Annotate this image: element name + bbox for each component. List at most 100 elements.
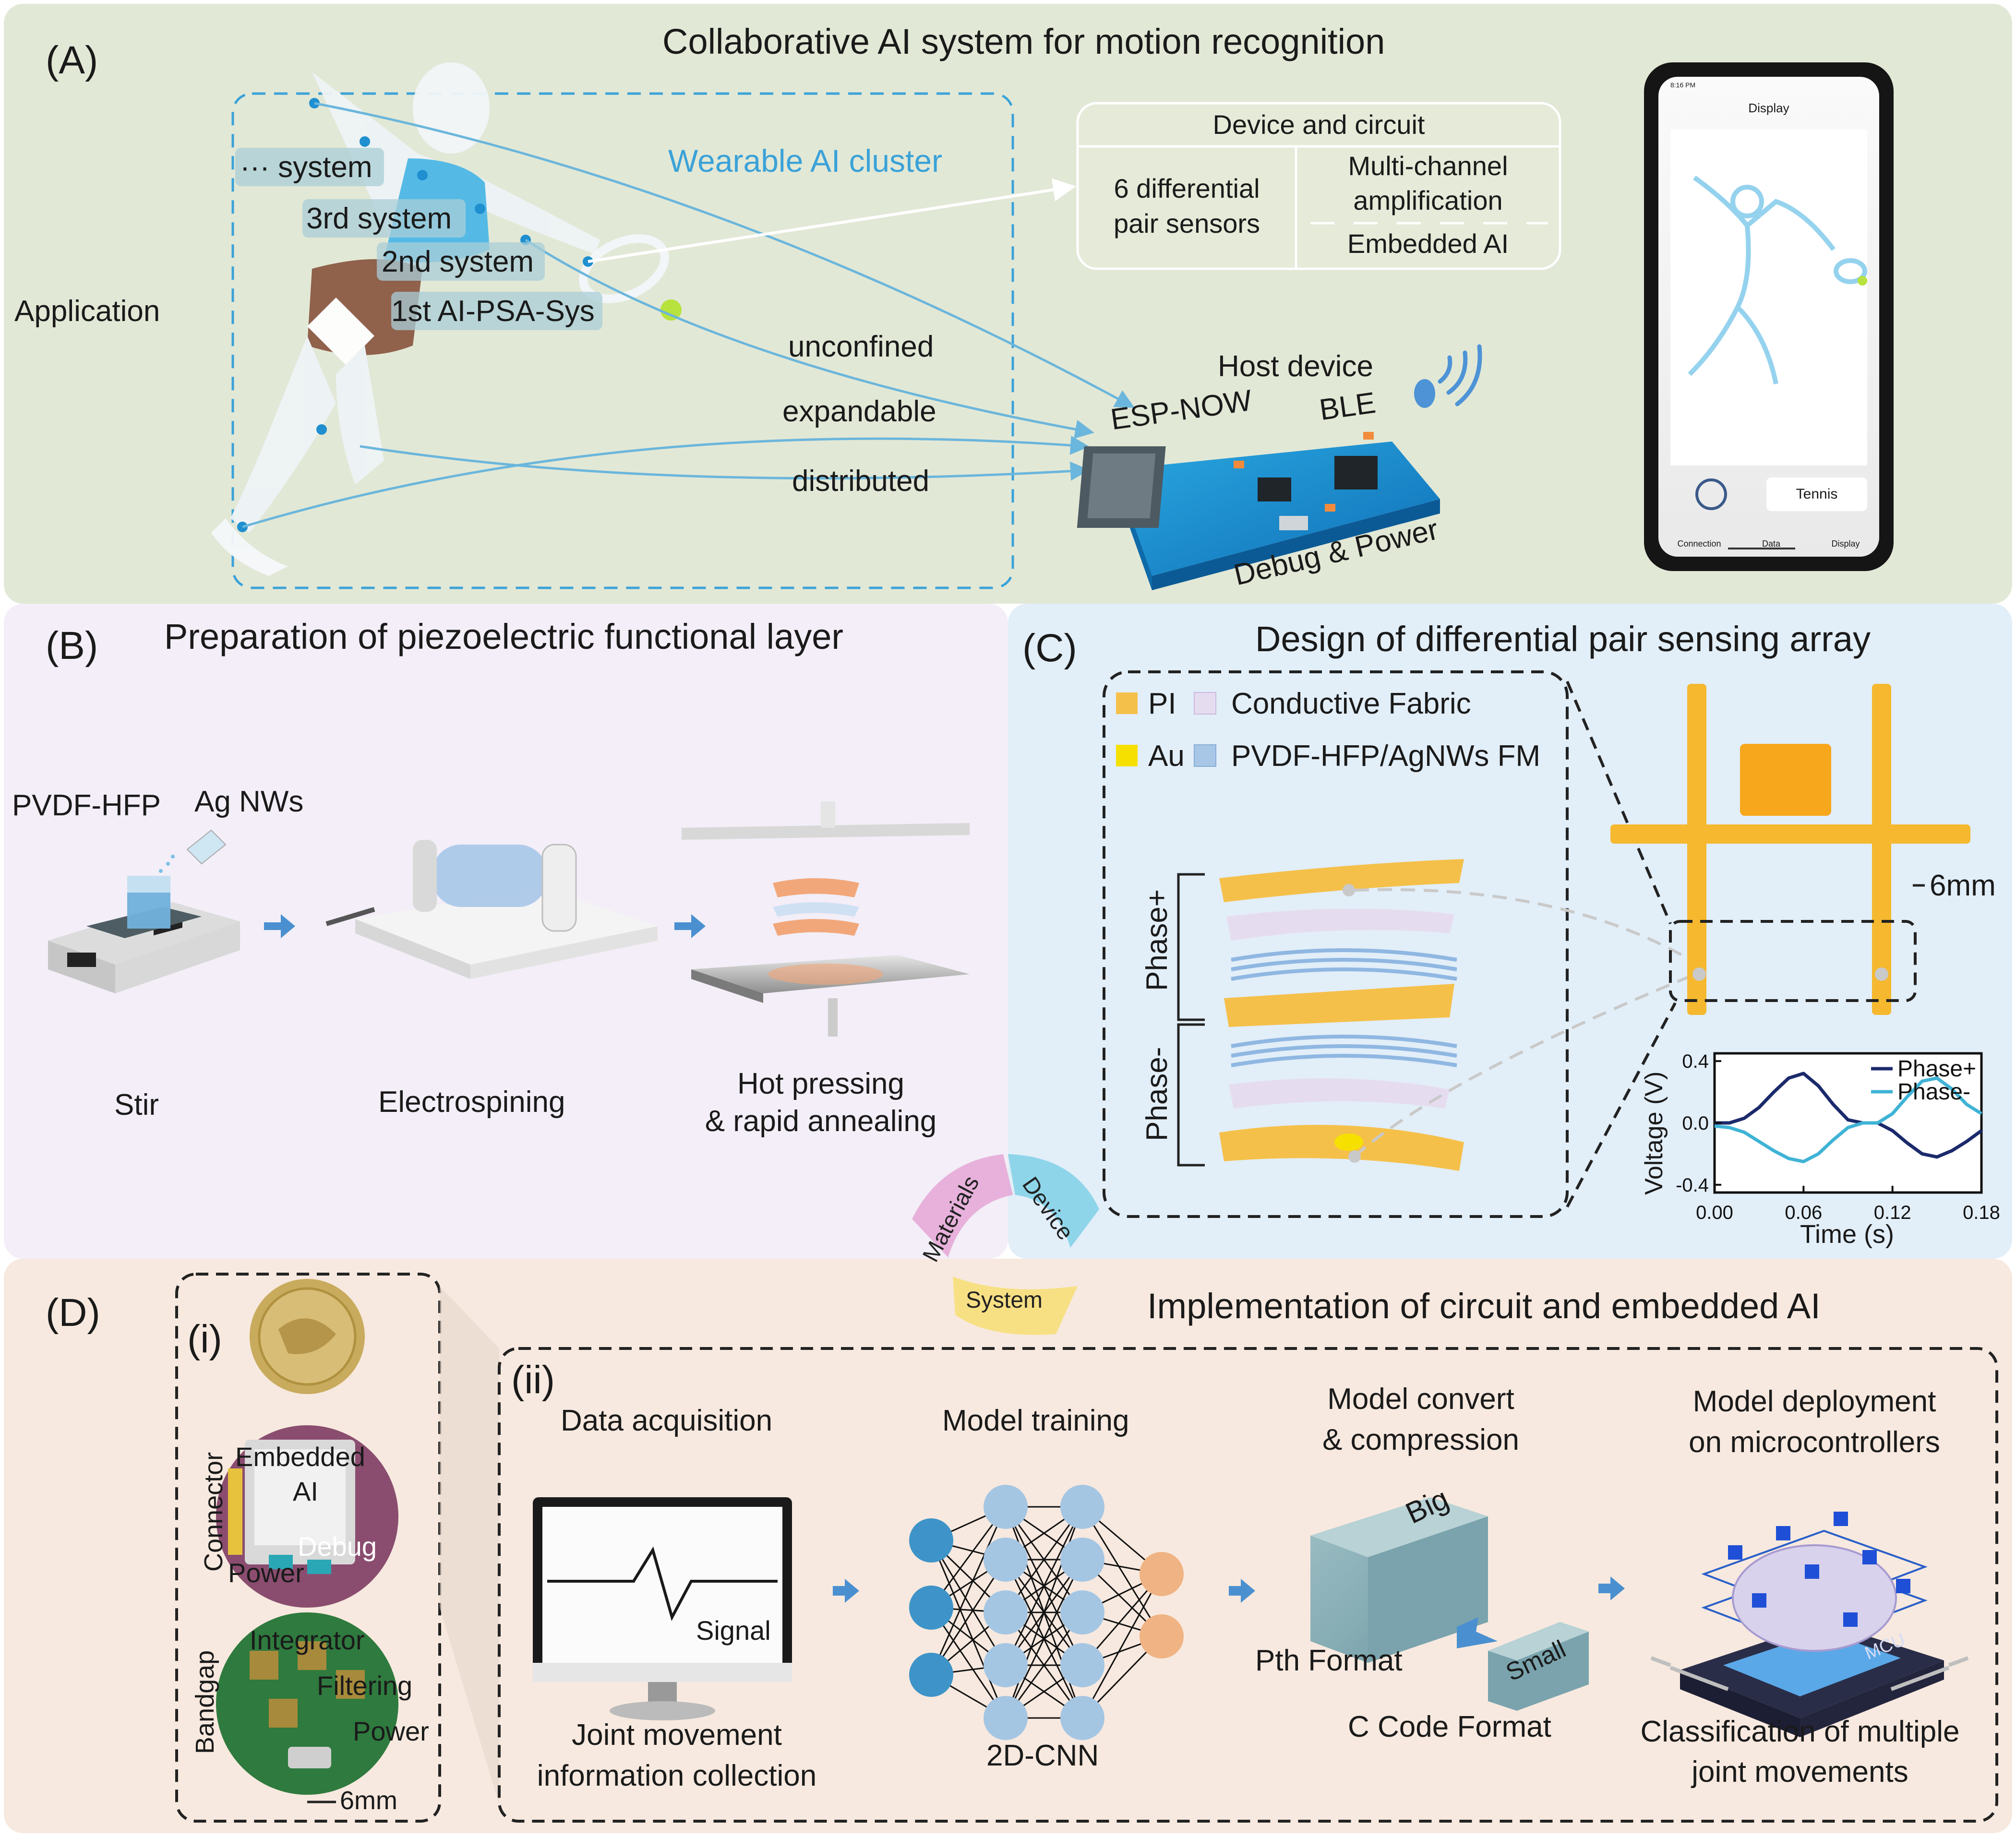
ble-label: BLE (1317, 386, 1378, 427)
chart-xlabel: Time (s) (1800, 1220, 1894, 1249)
phone-header[interactable]: Display (1748, 101, 1789, 115)
panel-a-label: (A) (46, 38, 98, 82)
phase-plus-label: Phase+ (1140, 889, 1174, 991)
x-tick-label-2: 0.12 (1874, 1202, 1911, 1223)
nn-node-l1-n2 (984, 1590, 1028, 1634)
stage-model-training-title: Model training (942, 1404, 1129, 1437)
cnn-network (909, 1485, 1184, 1740)
chart-ylabel: Voltage (V) (1640, 1071, 1668, 1195)
phone-tab-connection[interactable]: Connection (1677, 539, 1721, 549)
stage-convert-title-2: & compression (1322, 1423, 1520, 1456)
legend-au: Au (1148, 740, 1185, 773)
cycle-system: System (966, 1288, 1043, 1313)
legend-pvdf-film: PVDF-HFP/AgNWs FM (1231, 740, 1541, 773)
y-tick-label-2: -0.4 (1676, 1175, 1709, 1196)
device-right-line3: Embedded AI (1347, 228, 1509, 259)
sub-i-label: (i) (187, 1317, 222, 1361)
application-label: Application (14, 295, 160, 328)
stage-deploy-title-2: on microcontrollers (1689, 1426, 1940, 1459)
board-connector: Connector (199, 1452, 228, 1572)
nn-node-l2-n0 (1060, 1485, 1104, 1529)
nn-node-l1-n1 (984, 1538, 1028, 1582)
board-filtering: Filtering (317, 1670, 413, 1701)
nn-node-l0-n0 (909, 1518, 953, 1563)
step-stir: Stir (114, 1088, 159, 1121)
board-debug: Debug (298, 1531, 377, 1562)
panel-c-label: (C) (1022, 626, 1077, 670)
stage-deploy-title-1: Model deployment (1692, 1385, 1936, 1418)
system-2-label: 2nd system (382, 245, 534, 278)
stage-deploy-caption-2: joint movements (1692, 1755, 1908, 1789)
y-tick-label-0: 0.4 (1682, 1051, 1709, 1072)
nn-node-l1-n0 (984, 1485, 1028, 1529)
system-chip-3 (302, 199, 466, 238)
material-pvdf-hfp: PVDF-HFP (12, 789, 161, 822)
material-ag-nws: Ag NWs (194, 785, 304, 818)
system-3-label: 3rd system (306, 202, 452, 235)
feature-expandable: expandable (782, 395, 936, 428)
step-hot-pressing: Hot pressing (737, 1067, 905, 1100)
legend-conductive-fabric: Conductive Fabric (1231, 687, 1471, 720)
signal-label: Signal (696, 1615, 771, 1646)
legend-pi: PI (1148, 687, 1176, 720)
phone-tab-data[interactable]: Data (1762, 539, 1781, 549)
panel-c-title: Design of differential pair sensing arra… (1255, 619, 1871, 659)
x-tick-label-3: 0.18 (1963, 1202, 2000, 1223)
system-chip-1 (391, 292, 602, 330)
device-left-line1: 6 differential (1114, 173, 1260, 203)
step-rapid-annealing: & rapid annealing (705, 1105, 937, 1138)
panel-b-label: (B) (46, 624, 98, 668)
series-line-phase-plus (1715, 1072, 1983, 1159)
x-tick-label-1: 0.06 (1785, 1202, 1822, 1223)
wearable-ai-cluster-label: Wearable AI cluster (668, 143, 943, 179)
nn-node-l3-n0 (1140, 1552, 1184, 1596)
nn-node-l0-n2 (909, 1653, 953, 1697)
device-box-title: Device and circuit (1212, 109, 1425, 140)
nn-node-l3-n1 (1140, 1614, 1184, 1658)
system-1-label: 1st AI-PSA-Sys (391, 295, 595, 328)
legend-label-1: Phase- (1897, 1079, 1970, 1105)
board-ai: AI (293, 1476, 318, 1506)
board-bandgap: Bandgap (191, 1650, 219, 1754)
stage-data-caption-2: information collection (537, 1759, 817, 1792)
board-power-top: Power (228, 1558, 304, 1588)
feature-distributed: distributed (792, 465, 930, 498)
nn-node-l2-n4 (1060, 1696, 1104, 1740)
system-chip-2 (377, 242, 545, 281)
nn-node-l0-n1 (909, 1586, 953, 1630)
y-tick-label-1: 0.0 (1682, 1113, 1709, 1134)
stage-data-acquisition-title: Data acquisition (561, 1404, 773, 1437)
stage-deploy-caption-1: Classification of multiple (1640, 1715, 1960, 1748)
phone-sport-button[interactable]: Tennis (1796, 486, 1838, 502)
stage-convert-title-1: Model convert (1327, 1383, 1514, 1416)
board-integrator: Integrator (250, 1625, 365, 1655)
host-device-label: Host device (1218, 350, 1373, 383)
sub-ii-label: (ii) (511, 1358, 555, 1402)
nn-node-l2-n1 (1060, 1538, 1104, 1582)
series-line-phase-minus (1714, 1076, 1982, 1164)
nn-node-l1-n4 (984, 1696, 1028, 1740)
device-right-line1: Multi-channel (1348, 151, 1508, 181)
phone-tab-display[interactable]: Display (1831, 539, 1860, 549)
device-right-line2: amplification (1353, 185, 1503, 215)
c-code-format-label: C Code Format (1348, 1710, 1551, 1743)
scale-6mm-c: 6mm (1930, 869, 1996, 902)
phone-time: 8:16 PM (1670, 81, 1696, 89)
panel-a-title: Collaborative AI system for motion recog… (662, 22, 1385, 61)
x-tick-label-0: 0.00 (1696, 1202, 1733, 1223)
nn-node-l2-n2 (1060, 1590, 1104, 1634)
step-electrospining: Electrospining (378, 1086, 565, 1119)
nn-node-l2-n3 (1060, 1643, 1104, 1687)
phase-minus-label: Phase- (1140, 1047, 1174, 1141)
stage-data-caption-1: Joint movement (572, 1718, 782, 1752)
system-chip-more (235, 148, 384, 186)
panel-d-label: (D) (46, 1291, 100, 1335)
stage-2d-cnn-caption: 2D-CNN (986, 1739, 1099, 1772)
nn-node-l1-n3 (984, 1643, 1028, 1687)
panel-b-title: Preparation of piezoelectric functional … (164, 617, 843, 656)
pth-format-label: Pth Format (1255, 1644, 1403, 1677)
panel-d-title: Implementation of circuit and embedded A… (1147, 1286, 1821, 1326)
feature-unconfined: unconfined (788, 330, 934, 363)
